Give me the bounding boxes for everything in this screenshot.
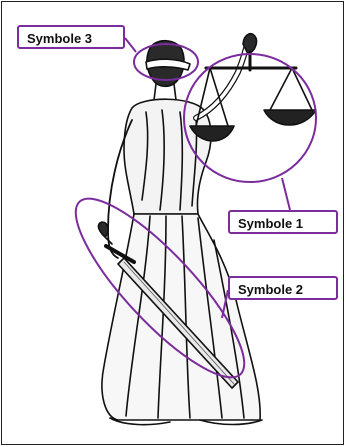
lower-robe [102,214,260,420]
annotation-label-symbol-3: Symbole 3 [17,25,125,49]
scale-right-pan [264,110,316,125]
scale-right-strings [270,68,312,110]
annotation-label-symbol-2: Symbole 2 [228,276,338,300]
leader-line-symbol-3 [125,38,136,52]
annotation-label-symbol-1: Symbole 1 [228,210,338,234]
leader-line-symbol-1 [282,178,290,210]
sword-grip [98,222,112,244]
